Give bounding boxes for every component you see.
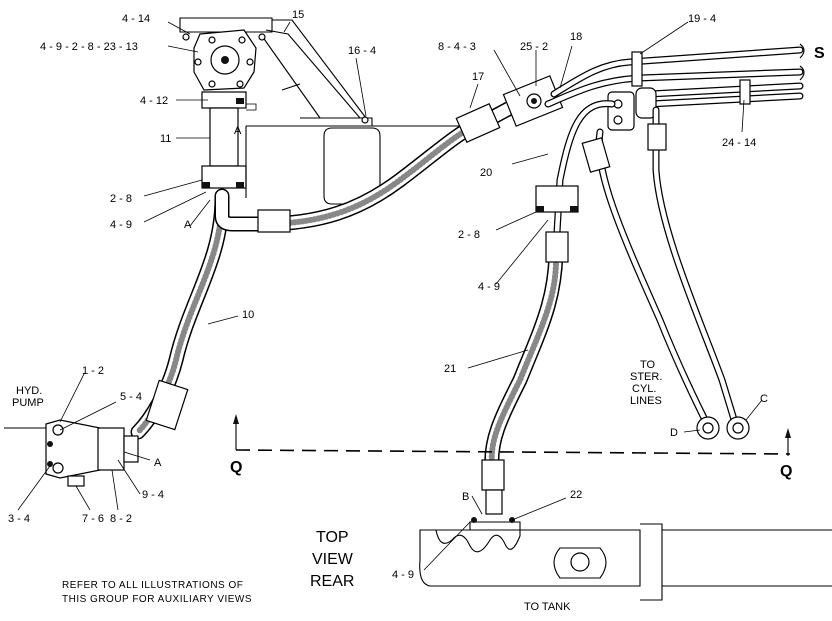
label-b: B <box>462 491 469 503</box>
label-25-2: 25 - 2 <box>520 41 548 53</box>
part-labels: 4 - 14 4 - 9 - 2 - 8 - 23 - 13 15 16 - 4… <box>8 9 825 613</box>
label-4-14: 4 - 14 <box>122 13 150 25</box>
view-caption: TOP VIEW REAR <box>310 529 354 590</box>
label-to-ster-cyl-lines: TO STER. CYL. LINES <box>630 359 665 407</box>
label-1-2: 1 - 2 <box>82 365 104 377</box>
label-8-2: 8 - 2 <box>110 513 132 525</box>
label-d: D <box>670 427 678 439</box>
label-a-pump: A <box>154 457 162 469</box>
tube-24-14 <box>607 79 804 131</box>
label-15: 15 <box>292 9 304 21</box>
caption-rear: REAR <box>310 573 354 590</box>
caption-top: TOP <box>316 529 349 546</box>
hose-10 <box>130 190 230 440</box>
valve-bracket <box>179 17 373 127</box>
label-3-4: 3 - 4 <box>8 513 30 525</box>
label-9-4: 9 - 4 <box>142 489 164 501</box>
label-4-12: 4 - 12 <box>140 95 168 107</box>
label-24-14: 24 - 14 <box>722 137 756 149</box>
label-4-9-bottom: 4 - 9 <box>392 569 414 581</box>
label-q-right: Q <box>780 463 792 480</box>
steering-lines <box>581 106 750 440</box>
note-line-1: REFER TO ALL ILLUSTRATIONS OF <box>62 580 243 591</box>
label-q-left: Q <box>230 459 242 476</box>
label-a-mid: A <box>184 219 192 231</box>
label-c: C <box>760 393 768 405</box>
label-s: S <box>814 45 825 62</box>
hydraulic-pump <box>4 419 139 487</box>
label-to-tank: TO TANK <box>524 601 571 613</box>
label-a-top: A <box>234 125 242 137</box>
reference-note: REFER TO ALL ILLUSTRATIONS OF THIS GROUP… <box>62 580 252 605</box>
label-4-9-mid: 4 - 9 <box>478 281 500 293</box>
label-19-4: 19 - 4 <box>688 13 716 25</box>
label-2-8-left: 2 - 8 <box>110 193 132 205</box>
label-21: 21 <box>444 363 456 375</box>
tube-11-assembly <box>201 91 470 205</box>
label-7-6: 7 - 6 <box>82 513 104 525</box>
note-line-2: THIS GROUP FOR AUXILIARY VIEWS <box>62 594 252 605</box>
label-11: 11 <box>160 133 171 145</box>
label-2-8-mid: 2 - 8 <box>458 229 480 241</box>
leader-lines <box>17 21 763 571</box>
tube-20-hose-21 <box>481 100 616 515</box>
hose-17 <box>214 100 518 233</box>
label-22: 22 <box>570 489 582 501</box>
tube-18 <box>544 43 805 108</box>
caption-view: VIEW <box>312 551 354 568</box>
label-hyd-pump: HYD. PUMP <box>12 385 45 409</box>
tank <box>419 517 832 601</box>
fitting-25-2 <box>502 75 564 127</box>
label-4-9-left: 4 - 9 <box>110 219 132 231</box>
label-8-4-3: 8 - 4 - 3 <box>438 41 476 53</box>
section-line-q <box>233 414 791 456</box>
label-4-9-2-8-23-13: 4 - 9 - 2 - 8 - 23 - 13 <box>40 41 138 53</box>
label-5-4: 5 - 4 <box>120 391 142 403</box>
label-16-4: 16 - 4 <box>348 45 376 57</box>
label-20: 20 <box>480 167 492 179</box>
label-10: 10 <box>242 309 254 321</box>
control-valve <box>193 29 257 91</box>
label-18: 18 <box>570 31 582 43</box>
label-17: 17 <box>472 71 484 83</box>
